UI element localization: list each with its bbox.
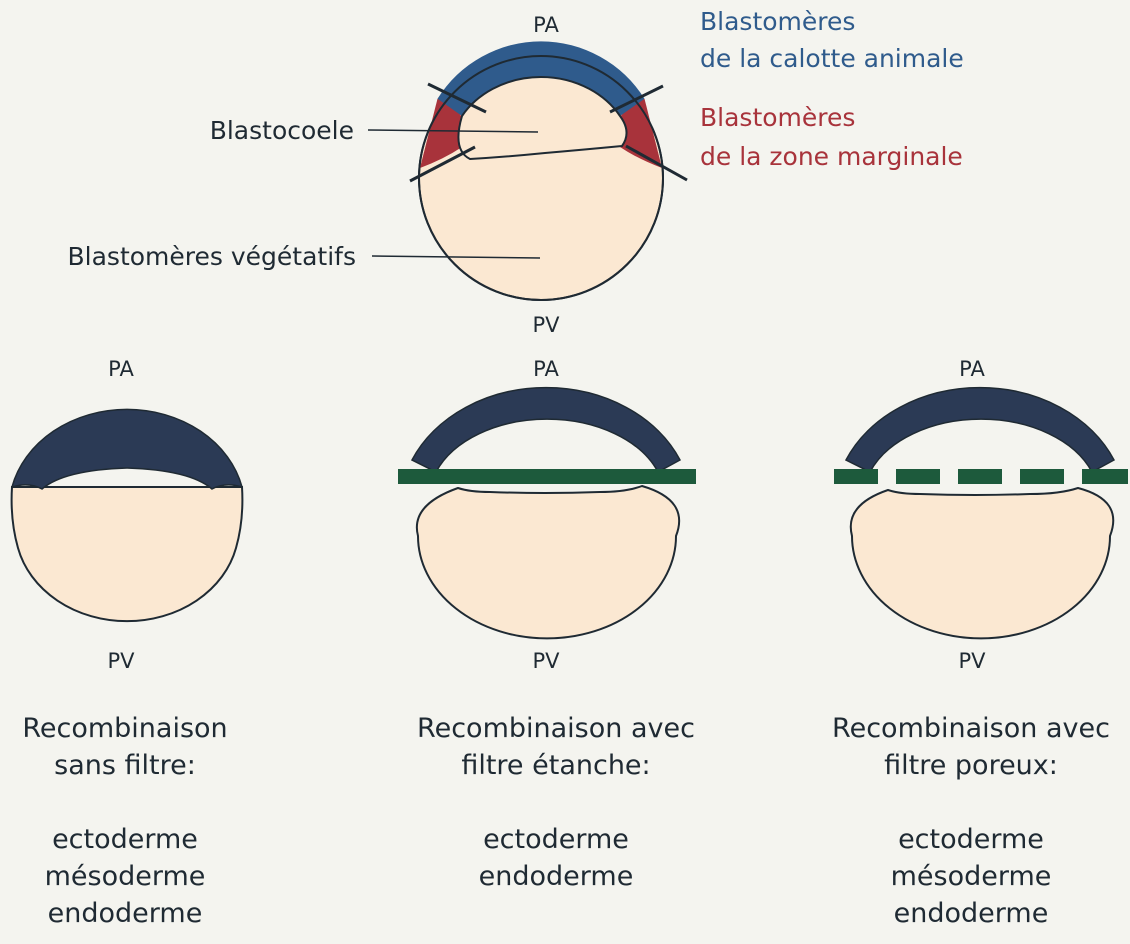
result-endoderme: endoderme — [478, 861, 634, 892]
legend-animal-line2: de la calotte animale — [700, 44, 964, 73]
legend-marginal-line2: de la zone marginale — [700, 142, 963, 171]
animal-cap-isolated — [844, 386, 1116, 474]
legend-marginal-line1: Blastomères — [700, 103, 855, 132]
cut-line-lower-left — [409, 145, 476, 183]
embryo-outline-stroke — [418, 55, 664, 301]
vegetal-mass — [10, 486, 244, 623]
cut-line-upper-left — [427, 82, 487, 114]
filter-segment — [1082, 469, 1128, 484]
result-ectoderme: ectoderme — [483, 824, 629, 855]
caption-line1: Recombinaison avec — [417, 713, 695, 744]
pole-vegetal: PV — [532, 649, 560, 673]
caption-line2: sans filtre: — [54, 750, 196, 781]
panel-sans-filtre: PA PV — [10, 357, 244, 673]
vegetal-mass — [849, 486, 1115, 640]
filter-porous — [834, 469, 1128, 484]
animal-cap-isolated — [410, 386, 682, 474]
legend-animal-line1: Blastomères — [700, 7, 855, 36]
top-embryo: PA PV Blastocoele Blastomères végétatifs… — [68, 7, 964, 337]
filter-segment — [834, 469, 878, 484]
blastocoele-cavity — [457, 75, 628, 161]
cut-line-lower-right — [625, 144, 688, 182]
caption-filtre-etanche: Recombinaison avec filtre étanche: ectod… — [396, 710, 716, 895]
label-blastocoele: Blastocoele — [210, 116, 354, 145]
filter-solid — [398, 469, 696, 484]
leader-vegetatifs — [371, 255, 541, 259]
pole-animal: PA — [108, 357, 134, 381]
result-ectoderme: ectoderme — [52, 824, 198, 855]
caption-line1: Recombinaison avec — [832, 713, 1110, 744]
result-mesoderme: mésoderme — [44, 861, 206, 892]
caption-line1: Recombinaison — [22, 713, 228, 744]
result-mesoderme: mésoderme — [890, 861, 1052, 892]
caption-filtre-poreux: Recombinaison avec filtre poreux: ectode… — [812, 710, 1130, 932]
pole-vegetal: PV — [107, 649, 135, 673]
pole-vegetal: PV — [958, 649, 986, 673]
vegetal-mass — [415, 484, 681, 640]
animal-cap — [437, 41, 645, 116]
animal-cap-recombined — [10, 408, 244, 490]
result-ectoderme: ectoderme — [898, 824, 1044, 855]
panel-filtre-poreux: PA PV — [834, 357, 1128, 673]
leader-blastocoele — [367, 129, 539, 133]
cut-line-upper-right — [609, 84, 664, 114]
pole-animal: PA — [959, 357, 985, 381]
result-endoderme: endoderme — [893, 898, 1049, 929]
caption-line2: filtre poreux: — [884, 750, 1058, 781]
top-pole-vegetal: PV — [532, 313, 560, 337]
caption-line2: filtre étanche: — [461, 750, 651, 781]
panel-filtre-etanche: PA PV — [398, 357, 696, 673]
top-pole-animal: PA — [533, 13, 559, 37]
label-blastomeres-vegetatifs: Blastomères végétatifs — [68, 242, 356, 271]
pole-animal: PA — [533, 357, 559, 381]
result-endoderme: endoderme — [47, 898, 203, 929]
filter-segment — [958, 469, 1002, 484]
caption-sans-filtre: Recombinaison sans filtre: ectoderme més… — [0, 710, 250, 932]
marginal-zone-left — [420, 98, 467, 168]
filter-segment — [1020, 469, 1064, 484]
filter-segment — [896, 469, 940, 484]
marginal-zone-right — [615, 98, 662, 168]
